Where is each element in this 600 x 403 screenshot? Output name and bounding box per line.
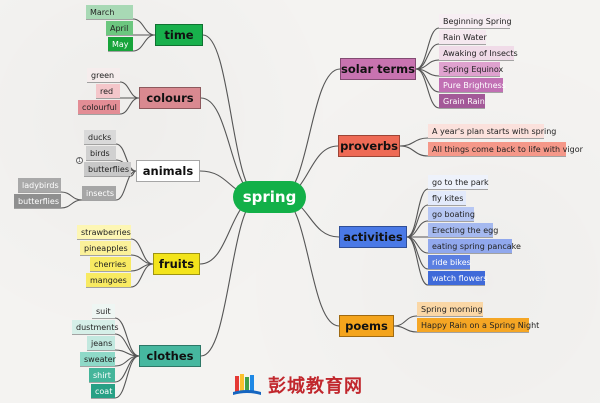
link-leaf-activity-flowers (406, 236, 429, 286)
leaf-activity-boating[interactable]: go boating (428, 207, 475, 221)
leaf-solar-rain-water[interactable]: Rain Water (439, 30, 487, 44)
leaf-colours-red[interactable]: red (96, 84, 120, 98)
leaf-solar-beginning-spring[interactable]: Beginning Spring (439, 14, 512, 28)
leaf-animals-butterflies[interactable]: butterflies (84, 162, 131, 176)
leaf-solar-grain-rain[interactable]: Grain Rain (439, 94, 485, 108)
branch-colours[interactable]: colours (139, 87, 201, 109)
link-leaf-solar-beginning-spring (415, 27, 440, 70)
leaf-colours-colourful[interactable]: colourful (78, 100, 120, 114)
leaf-clothes-jeans[interactable]: jeans (87, 336, 115, 350)
branch-activities[interactable]: activities (339, 226, 407, 248)
leaf-solar-awaking-insects[interactable]: Awaking of Insects (439, 46, 518, 60)
branch-time[interactable]: time (155, 24, 203, 46)
link-leaf-proverb-years-plan (399, 137, 429, 147)
watermark-text: 彭城教育网 (268, 376, 363, 397)
leaf-clothes-coat[interactable]: coat (91, 384, 115, 398)
link-leaf-insects-ladybirds (60, 191, 83, 201)
link-leaf-clothes-coat (114, 355, 140, 399)
leaf-insects-butterflies[interactable]: butterflies (14, 194, 61, 208)
leaf-activity-egg[interactable]: Erecting the egg (428, 223, 498, 237)
link-leaf-solar-grain-rain (415, 68, 440, 109)
branch-solar-terms[interactable]: solar terms (340, 58, 416, 80)
link-leaf-fruits-strawberries (130, 238, 154, 265)
leaf-clothes-sweater[interactable]: sweater (80, 352, 116, 366)
link-leaf-colours-colourful (119, 97, 140, 115)
leaf-animals-birds[interactable]: birds (86, 146, 116, 160)
link-leaf-insects-butterflies (60, 199, 83, 209)
leaf-colours-green[interactable]: green (87, 68, 120, 82)
link-leaf-fruits-mangoes (130, 263, 154, 288)
leaf-clothes-shirt[interactable]: shirt (89, 368, 115, 382)
link-branch-clothes (200, 196, 260, 357)
link-leaf-colours-green (119, 81, 140, 99)
link-leaf-clothes-suit (114, 317, 140, 357)
leaf-proverb-years-plan[interactable]: A year's plan starts with spring (428, 124, 556, 138)
book-logo-icon (233, 374, 261, 395)
branch-fruits[interactable]: fruits (153, 253, 200, 275)
leaf-animals-insects[interactable]: insects (82, 186, 116, 200)
watermark-logo: 彭城教育网 (232, 372, 363, 398)
leaf-fruits-cherries[interactable]: cherries (90, 257, 131, 271)
leaf-poem-spring-morning[interactable]: Spring morning (417, 302, 483, 316)
leaf-time-may[interactable]: May (108, 37, 133, 51)
leaf-activity-bikes[interactable]: ride bikes (428, 255, 471, 269)
branch-proverbs[interactable]: proverbs (338, 135, 400, 157)
leaf-fruits-pineapples[interactable]: pineapples (80, 241, 131, 255)
leaf-fruits-strawberries[interactable]: strawberries (77, 225, 131, 239)
link-leaf-proverb-come-back (399, 145, 429, 157)
leaf-clothes-dustments[interactable]: dustments (72, 320, 119, 334)
leaf-activity-kites[interactable]: fly kites (428, 191, 466, 205)
link-leaf-time-march (132, 18, 156, 36)
leaf-activity-park[interactable]: go to the park (428, 175, 489, 189)
branch-clothes[interactable]: clothes (139, 345, 201, 367)
leaf-activity-flowers[interactable]: watch flowers (428, 271, 487, 285)
leaf-fruits-mangoes[interactable]: mangoes (86, 273, 131, 287)
leaf-insects-ladybirds[interactable]: ladybirds (18, 178, 61, 192)
center-node-spring[interactable]: spring (233, 181, 306, 213)
branch-animals[interactable]: animals (136, 160, 200, 182)
leaf-solar-spring-equinox[interactable]: Spring Equinox (439, 62, 503, 76)
leaf-solar-pure-brightness[interactable]: Pure Brightness (439, 78, 506, 92)
leaf-poem-happy-rain[interactable]: Happy Rain on a Spring Night (417, 318, 539, 332)
leaf-time-march[interactable]: March (86, 5, 133, 19)
leaf-time-april[interactable]: April (106, 21, 133, 35)
leaf-clothes-suit[interactable]: suit (92, 304, 115, 318)
leaf-animals-ducks[interactable]: ducks (84, 130, 116, 144)
leaf-activity-pancake[interactable]: eating spring pancake (428, 239, 521, 253)
link-leaf-time-may (132, 34, 156, 52)
branch-poems[interactable]: poems (339, 315, 394, 337)
link-leaf-animals-insects (115, 170, 137, 201)
link-leaf-poem-spring-morning (393, 315, 418, 327)
link-leaf-poem-happy-rain (393, 325, 418, 333)
link-leaf-activity-kites (406, 204, 429, 238)
leaf-proverb-come-back[interactable]: All things come back to life with vigor (428, 142, 583, 156)
count-badge-icon[interactable]: 1 (76, 157, 83, 164)
link-branch-solar-terms (279, 68, 341, 198)
